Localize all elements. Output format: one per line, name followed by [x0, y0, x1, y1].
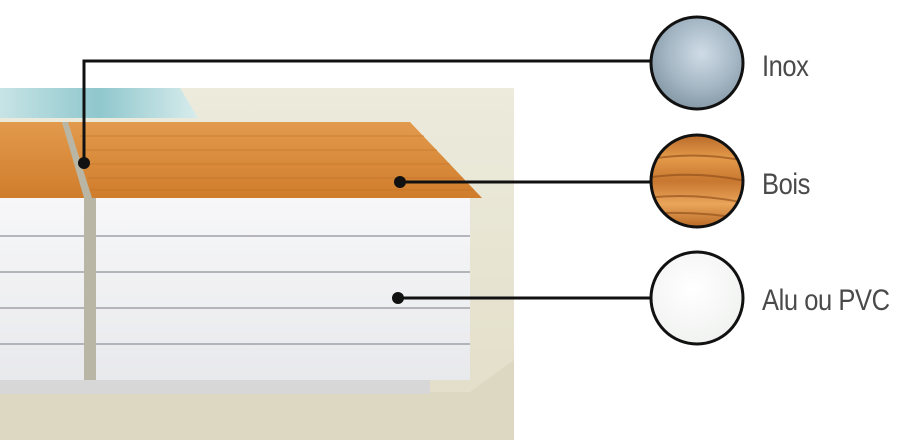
callout-dot-bois — [394, 176, 406, 188]
swatch-inox — [649, 15, 745, 111]
block-base — [0, 380, 430, 394]
label-bois: Bois — [762, 168, 810, 201]
main-block-panel-joints — [96, 235, 470, 345]
main-block-wood-top — [68, 122, 482, 198]
main-block-panels — [96, 198, 470, 380]
callout-dot-alu — [392, 292, 404, 304]
left-block-panel-joints — [0, 235, 84, 345]
label-alu-pvc: Alu ou PVC — [762, 284, 890, 317]
left-block-wood-top — [0, 122, 86, 198]
swatch-alu-pvc — [649, 250, 745, 346]
pool-water — [0, 88, 198, 118]
callout-dot-inox — [78, 157, 90, 169]
swatch-bois — [649, 133, 745, 229]
label-inox: Inox — [762, 50, 809, 83]
callout-lines — [82, 59, 650, 300]
floor-shadow — [0, 360, 514, 440]
callout-line-inox — [82, 59, 650, 162]
left-block-panels — [0, 198, 84, 380]
